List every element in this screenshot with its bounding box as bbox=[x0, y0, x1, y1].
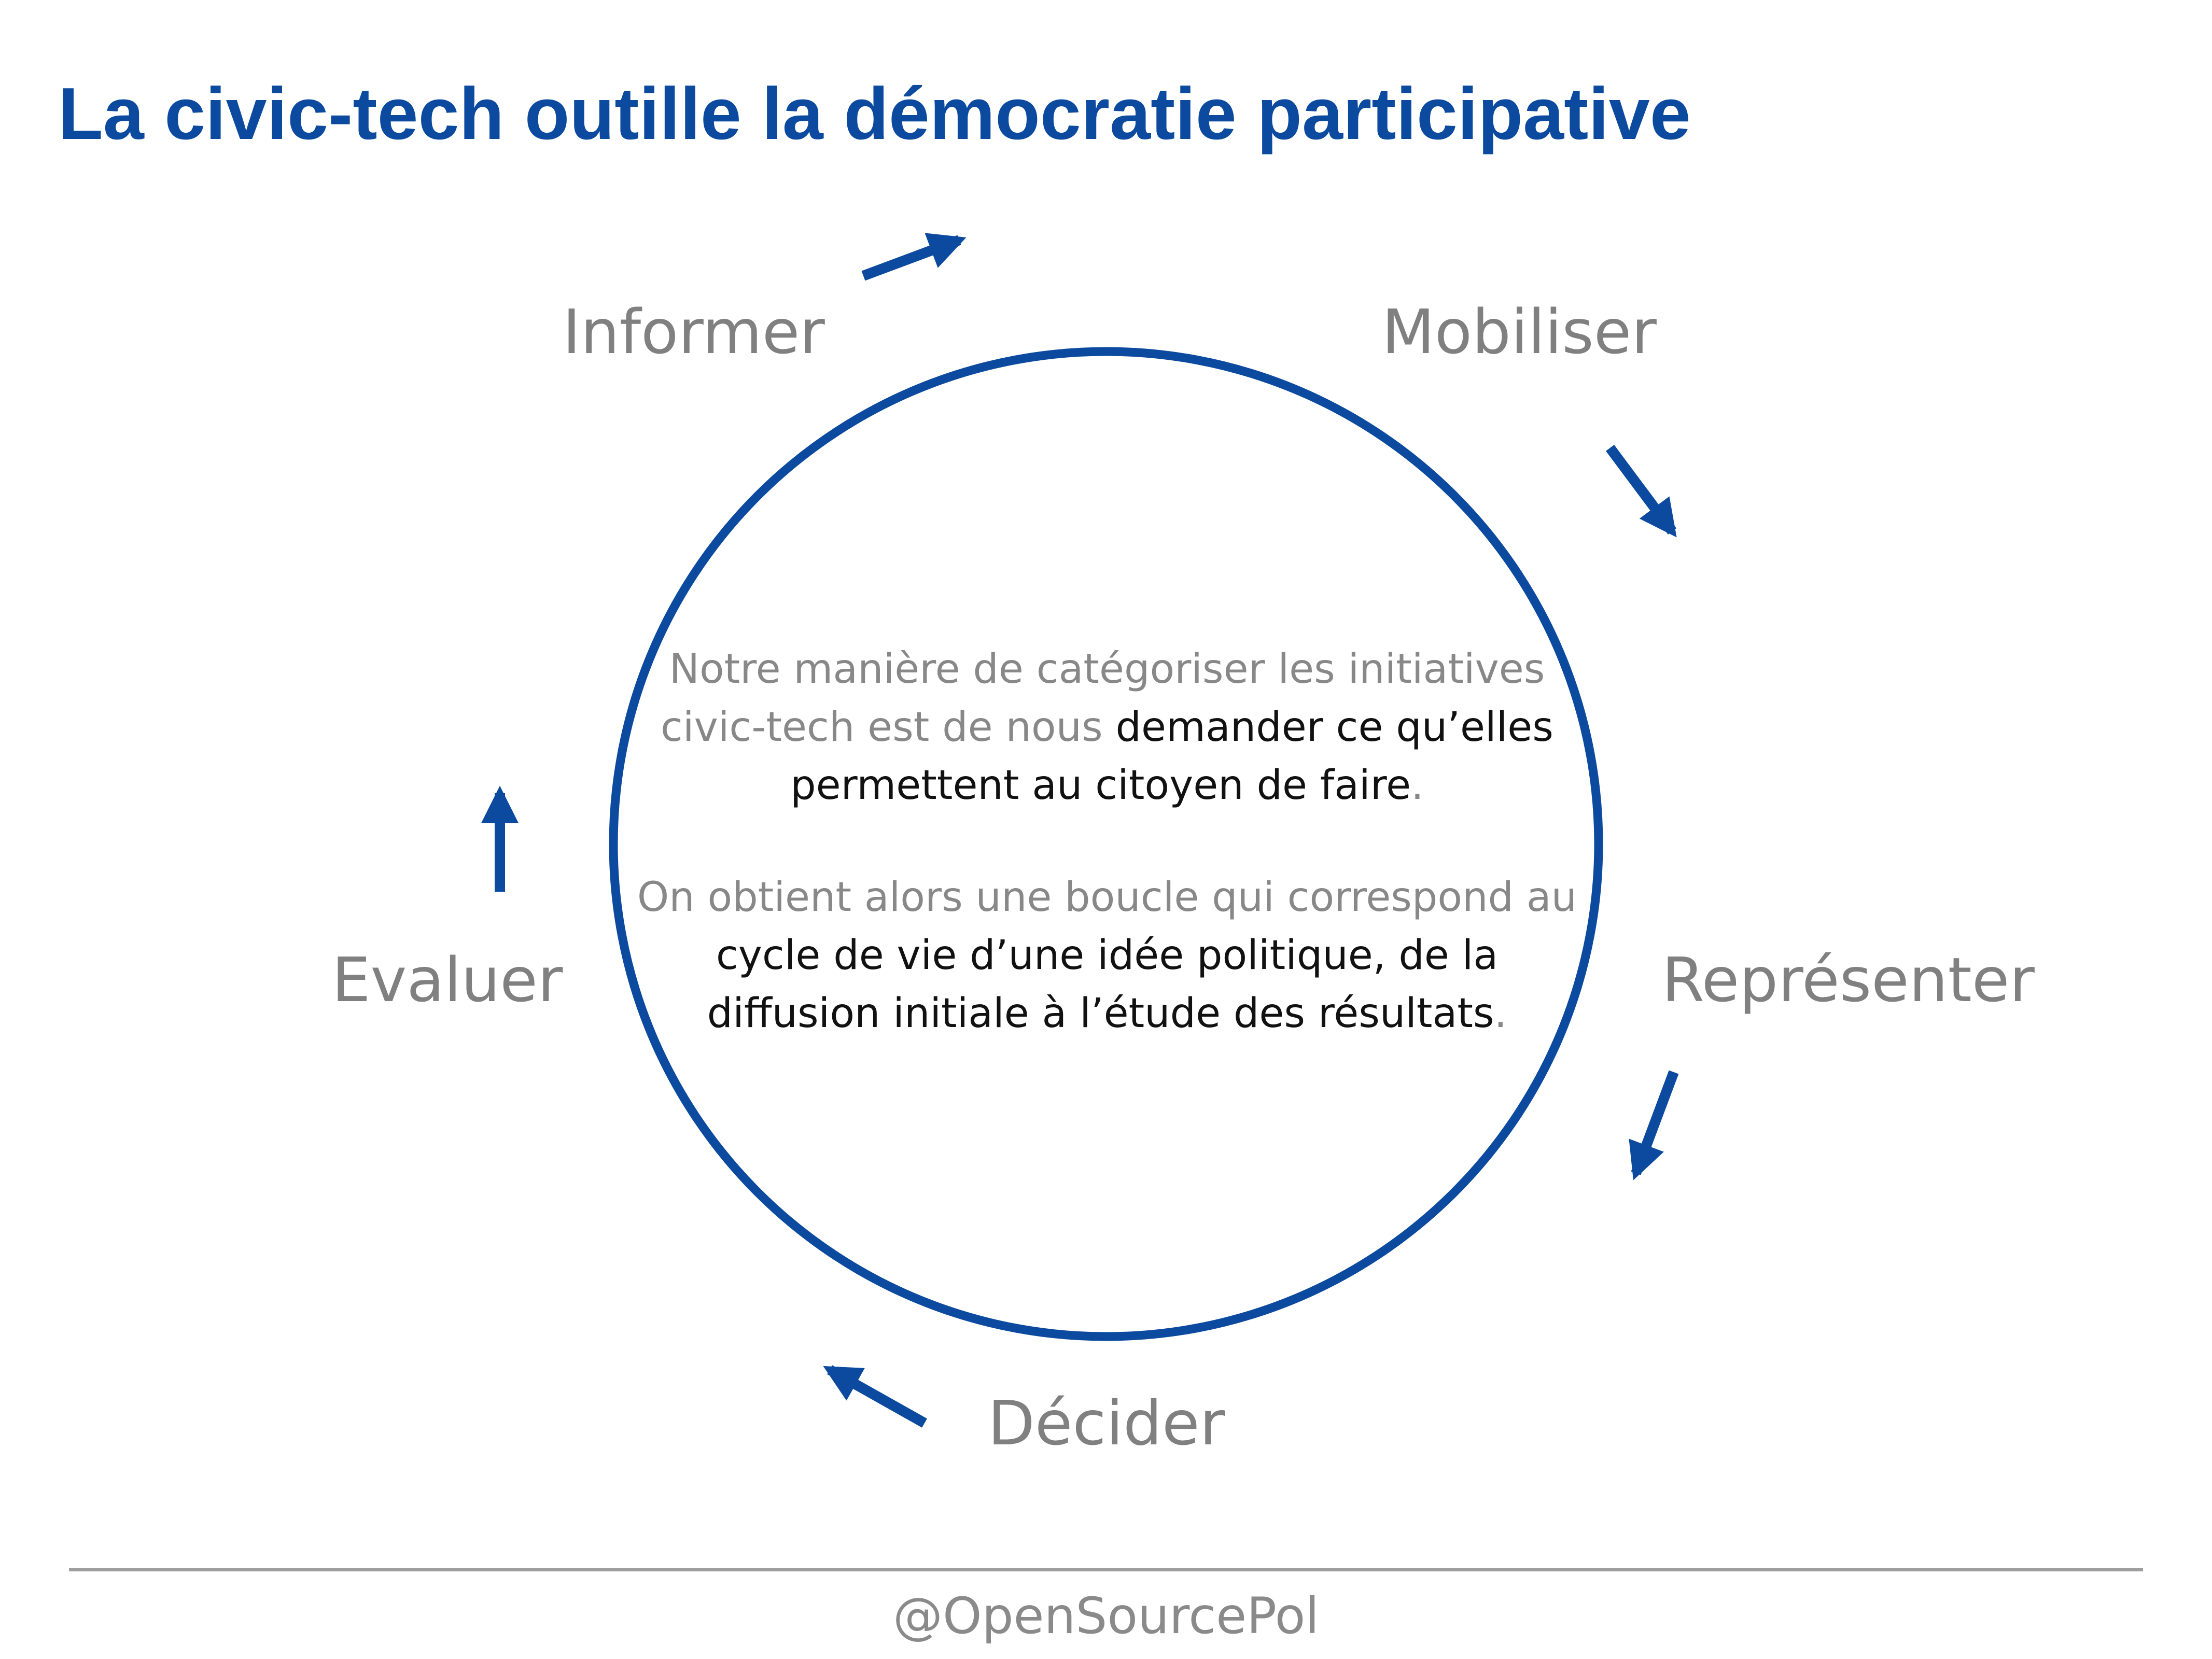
center-paragraph-1: Notre manière de catégoriser les initiat… bbox=[622, 640, 1592, 814]
p2-line3-end: . bbox=[1494, 990, 1507, 1037]
p1-line1: Notre manière de catégoriser les initiat… bbox=[669, 646, 1545, 693]
arrow-mobiliser-to-representer-icon bbox=[1605, 445, 1677, 538]
p2-line2-dark: cycle de vie d’une idée politique, de la bbox=[716, 932, 1499, 979]
arrow-representer-to-decider-icon bbox=[1629, 1070, 1679, 1180]
stage-label-mobiliser: Mobiliser bbox=[1382, 296, 1657, 368]
cycle-circle bbox=[609, 347, 1603, 1341]
footer-handle: @OpenSourcePol bbox=[893, 1587, 1319, 1645]
stage-label-evaluer: Evaluer bbox=[332, 944, 563, 1016]
stage-label-informer: Informer bbox=[563, 296, 825, 368]
arrow-informer-to-mobiliser-icon bbox=[861, 233, 967, 281]
p1-line3-end: . bbox=[1411, 762, 1424, 809]
p2-line1: On obtient alors une boucle qui correspo… bbox=[637, 874, 1577, 921]
stage-label-decider: Décider bbox=[988, 1387, 1225, 1459]
stage-label-representer: Représenter bbox=[1662, 944, 2035, 1016]
p1-line3-dark: permettent au citoyen de faire bbox=[790, 762, 1411, 809]
page-title: La civic-tech outille la démocratie part… bbox=[58, 73, 1691, 155]
footer-divider bbox=[69, 1568, 2143, 1571]
arrow-decider-to-evaluer-icon bbox=[823, 1365, 927, 1428]
p1-line2-muted: civic-tech est de nous bbox=[661, 704, 1116, 751]
p1-line2-dark: demander ce qu’elles bbox=[1115, 704, 1553, 751]
p2-line3-dark: diffusion initiale à l’étude des résulta… bbox=[707, 990, 1494, 1037]
center-paragraph-2: On obtient alors une boucle qui correspo… bbox=[622, 868, 1592, 1043]
